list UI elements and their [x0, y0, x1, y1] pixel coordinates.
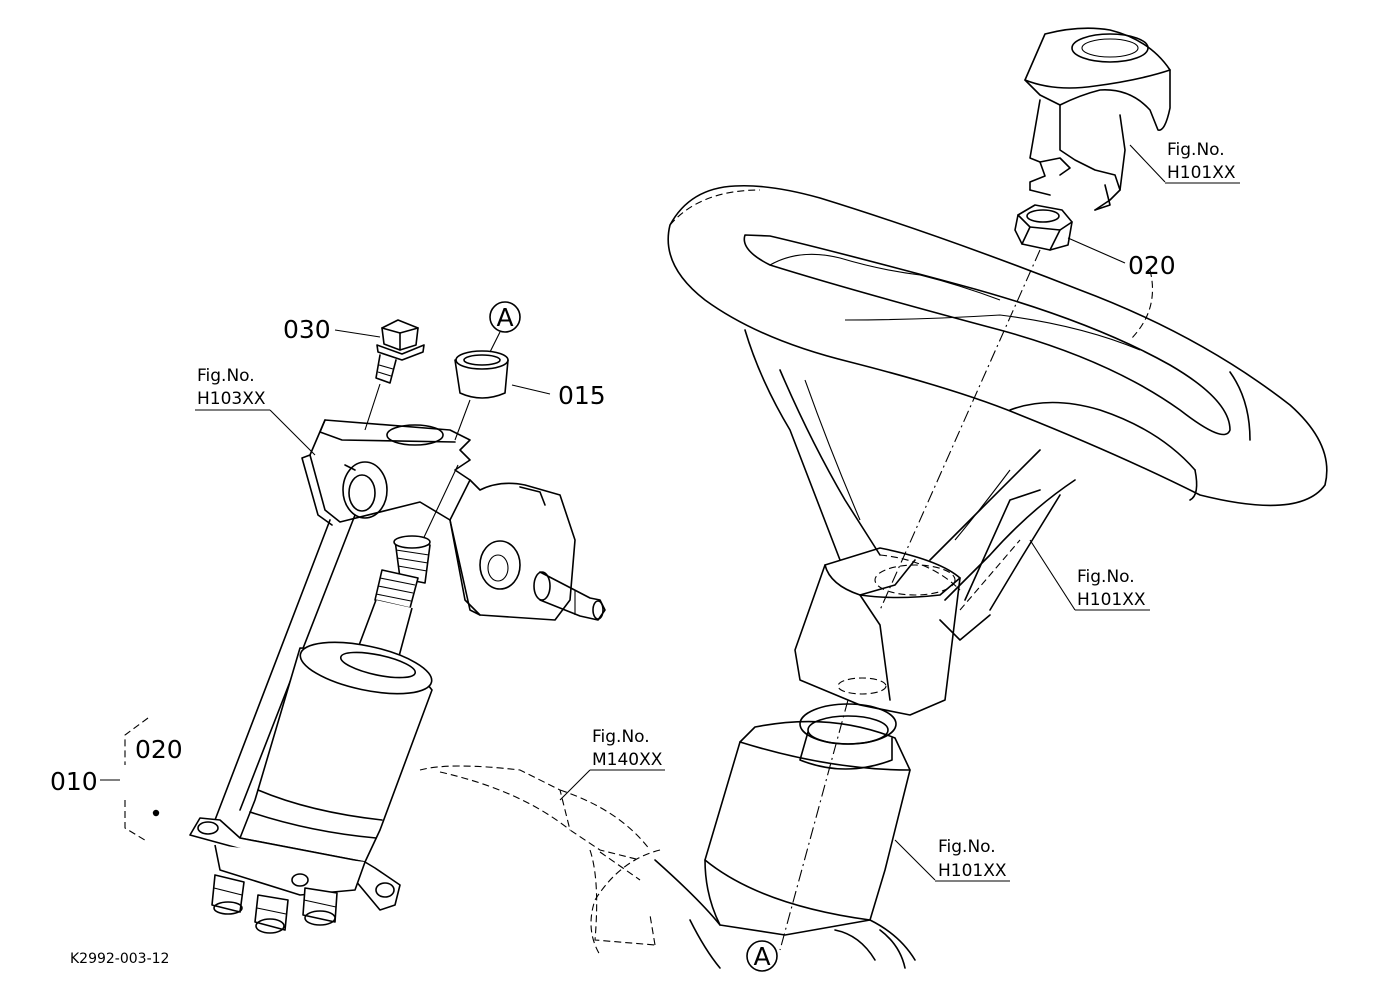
leader-030	[334, 329, 381, 338]
leader-fig-wheel	[1029, 539, 1076, 611]
leader-fig-column	[894, 839, 936, 881]
bushing-axis	[454, 399, 471, 441]
mounting-bracket	[301, 419, 606, 621]
fig-ref-code: H103XX	[197, 389, 266, 409]
part-010-label: 010	[50, 767, 98, 796]
fig-ref-code: H101XX	[1167, 163, 1236, 183]
marker-a-bottom-label: A	[753, 942, 770, 971]
horn-cap	[1024, 27, 1171, 211]
marker-a-top-label: A	[496, 303, 513, 332]
fig-ref-panel: Fig.No. M140XX	[590, 727, 665, 771]
part-015-label: 015	[558, 381, 606, 410]
drawing-number: K2992-003-12	[70, 951, 169, 967]
fig-ref-title: Fig.No.	[938, 837, 996, 857]
part-020-nut-label: 020	[1128, 251, 1176, 280]
assembly-group-bracket	[100, 717, 160, 843]
fig-ref-bracket: Fig.No. H103XX	[195, 366, 270, 411]
leader-fig-top-right	[1129, 144, 1166, 183]
part-030-label: 030	[283, 315, 331, 344]
bolt	[375, 319, 425, 384]
steering-nut	[1014, 204, 1073, 251]
fig-ref-title: Fig.No.	[592, 727, 650, 747]
leader-020-nut	[1067, 237, 1126, 264]
bolt-axis	[364, 383, 381, 431]
fig-ref-top-right: Fig.No. H101XX	[1165, 140, 1240, 184]
fig-ref-wheel-right: Fig.No. H101XX	[1075, 567, 1150, 611]
dashboard-panel	[419, 765, 656, 946]
marker-a-top: A	[489, 301, 521, 353]
marker-a-bottom: A	[746, 940, 778, 972]
leader-fig-panel	[559, 769, 591, 801]
shaft-axis	[417, 464, 459, 551]
bushing	[454, 350, 509, 399]
steering-column-cover	[590, 699, 916, 969]
fig-ref-title: Fig.No.	[1167, 140, 1225, 160]
fig-ref-column-bottom: Fig.No. H101XX	[935, 837, 1010, 882]
fig-ref-title: Fig.No.	[1077, 567, 1135, 587]
leader-fig-bracket	[269, 409, 316, 456]
fig-ref-title: Fig.No.	[197, 366, 255, 386]
steering-unit	[189, 514, 433, 934]
fig-ref-code: H101XX	[1077, 590, 1146, 610]
steering-wheel	[667, 184, 1328, 716]
assembly-dot	[152, 809, 160, 817]
fig-ref-code: M140XX	[592, 750, 663, 770]
fig-ref-code: H101XX	[938, 861, 1007, 881]
leader-015	[511, 384, 551, 395]
part-020-unit-label: 020	[135, 735, 183, 764]
